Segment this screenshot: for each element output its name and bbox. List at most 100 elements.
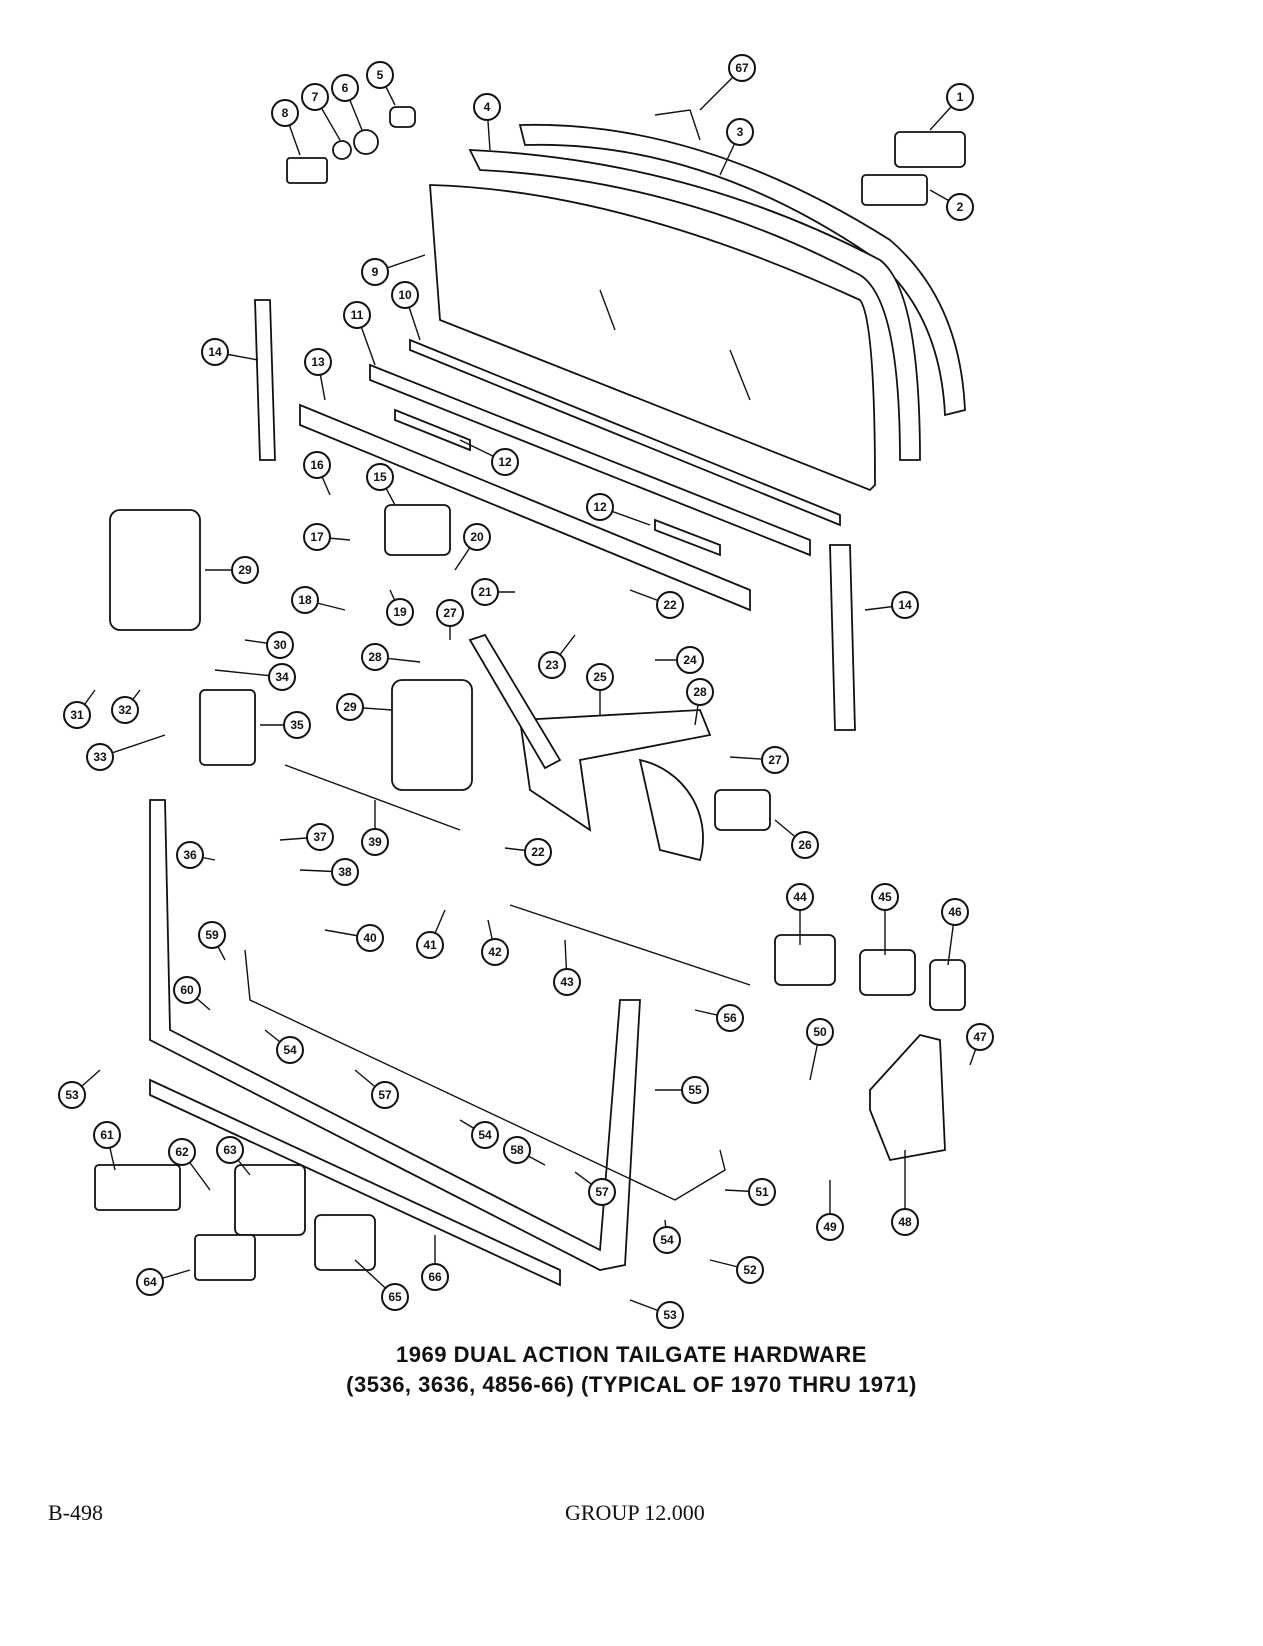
callout-circle: [306, 823, 334, 851]
callout-circle: [173, 976, 201, 1004]
callout-4: 4: [473, 93, 501, 121]
callout-circle: [524, 838, 552, 866]
callout-label: 58: [510, 1143, 524, 1157]
control-rod-39: [284, 764, 461, 831]
callout-34: 34: [268, 663, 296, 691]
callout-label: 17: [310, 530, 324, 544]
callout-27: 27: [761, 746, 789, 774]
callout-label: 1: [957, 90, 964, 104]
control-rod-51: [244, 949, 726, 1201]
callout-label: 56: [723, 1011, 737, 1025]
callout-circle: [491, 448, 519, 476]
license-lamp: [894, 131, 966, 168]
callout-circle: [331, 858, 359, 886]
callout-28: 28: [686, 678, 714, 706]
motor-bracket: [714, 789, 771, 831]
callout-label: 40: [363, 931, 377, 945]
callout-label: 57: [378, 1088, 392, 1102]
callout-label: 65: [388, 1290, 402, 1304]
callout-66: 66: [421, 1263, 449, 1291]
bracket-65: [314, 1214, 376, 1271]
callout-31: 31: [63, 701, 91, 729]
callout-circle: [381, 1283, 409, 1311]
callout-circle: [786, 883, 814, 911]
callout-7: 7: [301, 83, 329, 111]
callout-label: 22: [531, 845, 545, 859]
lift-channel-lower: [654, 518, 721, 557]
callout-44: 44: [786, 883, 814, 911]
callout-label: 22: [663, 598, 677, 612]
callout-label: 21: [478, 585, 492, 599]
glass-channel-13: [299, 403, 751, 612]
callout-2: 2: [946, 193, 974, 221]
callout-label: 43: [560, 975, 574, 989]
callout-label: 23: [545, 658, 559, 672]
page-number: B-498: [48, 1500, 103, 1525]
callout-1: 1: [946, 83, 974, 111]
callout-label: 10: [398, 288, 412, 302]
callout-59: 59: [198, 921, 226, 949]
callout-36: 36: [176, 841, 204, 869]
callout-label: 37: [313, 830, 327, 844]
callout-circle: [271, 99, 299, 127]
callout-circle: [726, 118, 754, 146]
callout-67: 67: [728, 54, 756, 82]
callout-circle: [946, 83, 974, 111]
callout-label: 38: [338, 865, 352, 879]
callout-17: 17: [303, 523, 331, 551]
callout-16: 16: [303, 451, 331, 479]
side-channel-left: [254, 299, 276, 461]
callout-57: 57: [588, 1178, 616, 1206]
callout-56: 56: [716, 1004, 744, 1032]
bumper-5: [389, 106, 416, 128]
hinge-45: [859, 949, 916, 996]
callout-22: 22: [524, 838, 552, 866]
callout-61: 61: [93, 1121, 121, 1149]
callout-5: 5: [366, 61, 394, 89]
callout-label: 2: [957, 200, 964, 214]
callout-label: 46: [948, 905, 962, 919]
callout-label: 54: [283, 1043, 297, 1057]
callout-40: 40: [356, 924, 384, 952]
callout-circle: [686, 678, 714, 706]
callout-circle: [371, 1081, 399, 1109]
callout-52: 52: [736, 1256, 764, 1284]
callout-label: 62: [175, 1145, 189, 1159]
callout-circle: [891, 591, 919, 619]
callout-circle: [586, 663, 614, 691]
callout-label: 3: [737, 125, 744, 139]
callout-41: 41: [416, 931, 444, 959]
callout-29: 29: [336, 693, 364, 721]
callout-6: 6: [331, 74, 359, 102]
callout-label: 12: [498, 455, 512, 469]
callout-circle: [656, 1301, 684, 1329]
callout-label: 49: [823, 1220, 837, 1234]
callout-circle: [653, 1226, 681, 1254]
callout-label: 54: [478, 1128, 492, 1142]
callout-circle: [201, 338, 229, 366]
callout-label: 39: [368, 835, 382, 849]
callout-46: 46: [941, 898, 969, 926]
callout-label: 64: [143, 1275, 157, 1289]
hinge-46: [929, 959, 966, 1011]
callout-8: 8: [271, 99, 299, 127]
callout-label: 15: [373, 470, 387, 484]
callout-label: 35: [290, 718, 304, 732]
callout-label: 34: [275, 670, 289, 684]
callout-circle: [471, 578, 499, 606]
callout-circle: [366, 463, 394, 491]
callout-circle: [416, 931, 444, 959]
spring-6: [353, 129, 379, 155]
callout-45: 45: [871, 883, 899, 911]
callout-19: 19: [386, 598, 414, 626]
callout-37: 37: [306, 823, 334, 851]
callout-label: 36: [183, 848, 197, 862]
callout-circle: [891, 1208, 919, 1236]
callout-29: 29: [231, 556, 259, 584]
callout-circle: [266, 631, 294, 659]
callout-circle: [791, 831, 819, 859]
tailgate-lock: [199, 689, 256, 766]
callout-circle: [58, 1081, 86, 1109]
callout-51: 51: [748, 1178, 776, 1206]
callout-circle: [168, 1138, 196, 1166]
